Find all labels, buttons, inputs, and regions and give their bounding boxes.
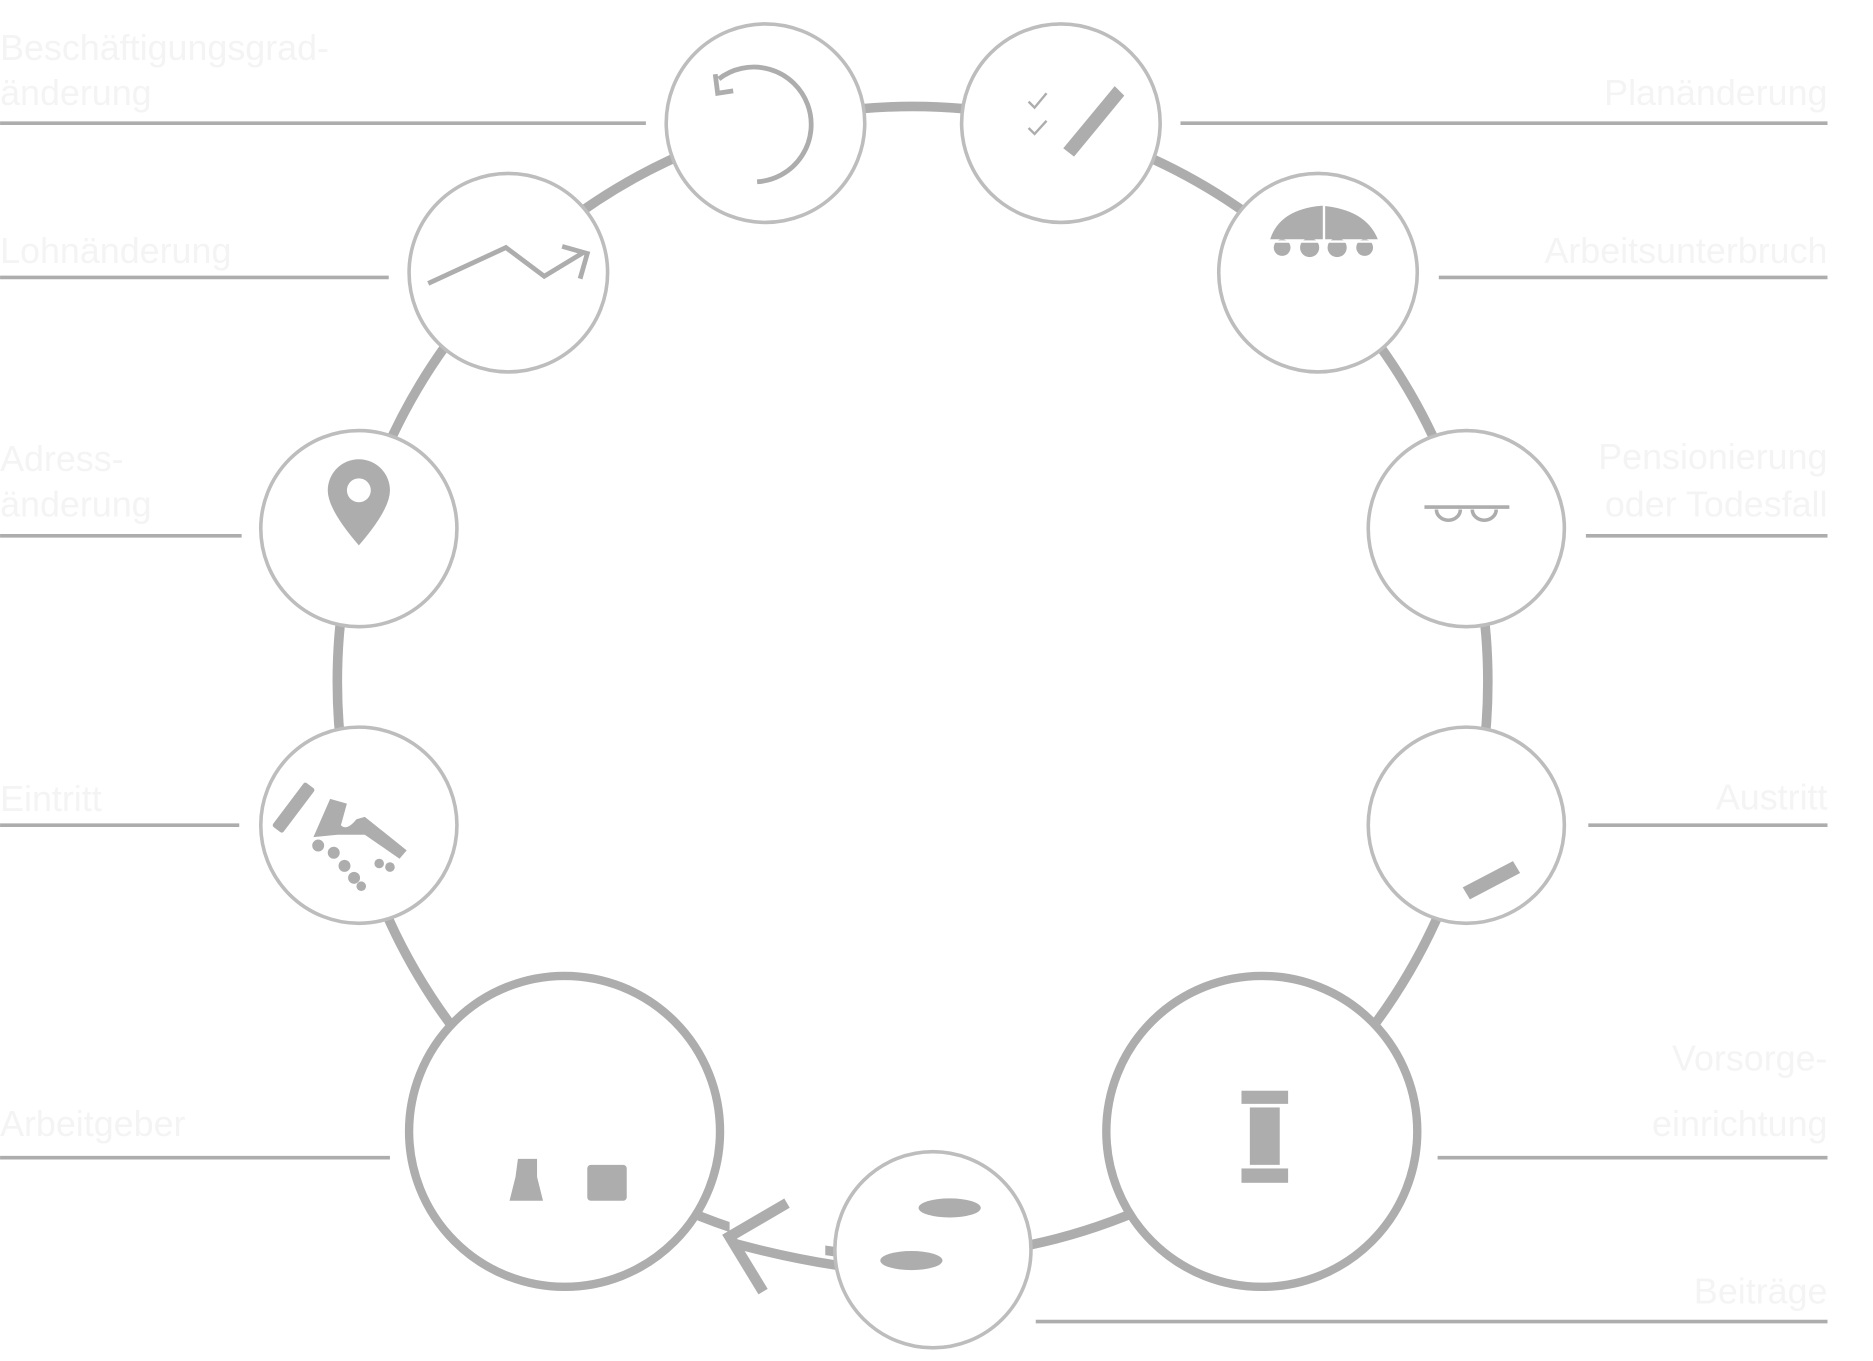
label-retirement-2: oder Todesfall (1605, 485, 1828, 525)
label-retirement-1: Pensionierung (1598, 437, 1827, 477)
label-employment-rate-change-1: Beschäftigungsgrad- (0, 28, 329, 68)
label-employer: Arbeitgeber (0, 1104, 185, 1144)
node-plan-change[interactable] (959, 22, 1162, 225)
handshake-icon (272, 782, 407, 891)
refresh-icon (712, 64, 814, 185)
label-exit: Austritt (1716, 778, 1828, 818)
coins-icon (880, 1198, 981, 1271)
glasses-icon (1424, 505, 1510, 523)
label-pension-fund-1: Vorsorge- (1672, 1038, 1827, 1078)
exit-icon (1462, 861, 1521, 900)
node-entry[interactable] (258, 725, 459, 926)
arrow-head-icon (722, 1198, 790, 1295)
label-contributions: Beiträge (1694, 1272, 1828, 1312)
node-contributions[interactable] (833, 1149, 1033, 1350)
node-retirement-or-death[interactable] (1366, 428, 1567, 629)
pillar-building-icon (1241, 1090, 1289, 1183)
label-salary-change: Lohnänderung (0, 231, 231, 271)
node-address-change[interactable] (258, 428, 459, 629)
label-address-change-1: Adress- (0, 439, 124, 479)
umbrella-icon (1270, 205, 1378, 258)
node-work-interruption[interactable] (1216, 171, 1420, 374)
factory-icon (509, 1158, 627, 1201)
node-pension-fund[interactable] (1102, 971, 1422, 1292)
location-pin-icon (327, 459, 390, 546)
label-pension-fund-2: einrichtung (1652, 1104, 1827, 1144)
label-entry: Eintritt (0, 779, 102, 819)
ring-segment (734, 1239, 838, 1271)
node-exit[interactable] (1366, 725, 1567, 926)
node-employer[interactable] (404, 971, 725, 1292)
label-employment-rate-change-2: änderung (0, 73, 152, 113)
label-plan-change: Planänderung (1604, 73, 1827, 113)
node-salary-change[interactable] (407, 171, 610, 374)
checklist-pencil-icon (1027, 86, 1125, 157)
trend-chart-icon (427, 244, 591, 286)
label-address-change-2: änderung (0, 485, 152, 525)
node-employment-rate-change[interactable] (664, 22, 867, 225)
label-work-interruption: Arbeitsunterbruch (1544, 231, 1827, 271)
